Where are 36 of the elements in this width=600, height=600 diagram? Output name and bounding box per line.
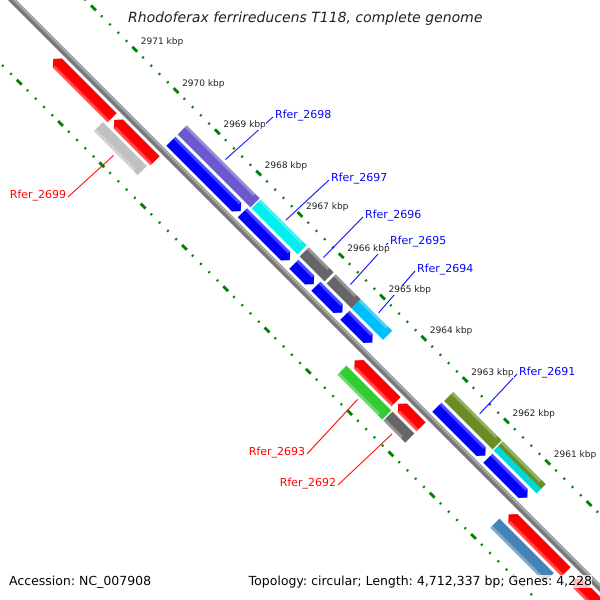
title: Rhodoferax ferrireducens T118, complete genome (128, 11, 482, 25)
leader-line (322, 216, 364, 258)
scale-label: 2961 kbp (554, 451, 596, 460)
gene-label: Rfer_2694 (417, 263, 474, 274)
gene-feature (94, 122, 147, 176)
gene-feature (383, 412, 414, 443)
gene-label: Rfer_2695 (390, 235, 446, 246)
gene-feature (337, 366, 392, 420)
leader-line (68, 154, 114, 198)
accession-text: Accession: NC_007908 (9, 575, 152, 588)
leader-line (479, 374, 518, 414)
gene-feature (252, 199, 307, 254)
leader-line (338, 433, 393, 486)
gene-label: Rfer_2693 (248, 446, 305, 457)
leader-line (224, 116, 274, 160)
gene-label: Rfer_2696 (365, 209, 422, 220)
gene-feature (352, 299, 392, 340)
scale-label: 2962 kbp (512, 410, 555, 419)
scale-label: 2963 kbp (471, 368, 514, 378)
scale-label: 2965 kbp (388, 286, 431, 296)
leader-line (306, 398, 358, 454)
gene-label: Rfer_2698 (275, 109, 332, 120)
scale-label: 2967 kbp (306, 203, 348, 212)
scale-label: 2964 kbp (430, 327, 472, 336)
gene-feature (326, 274, 361, 308)
scale-label: 2971 kbp (140, 38, 184, 48)
gene-label: Rfer_2692 (280, 477, 336, 488)
gene-label: Rfer_2691 (519, 366, 576, 377)
gene-label: Rfer_2699 (10, 189, 66, 200)
scale-label: 2968 kbp (264, 162, 308, 172)
gene-feature (444, 392, 502, 450)
gene-label: Rfer_2697 (331, 172, 388, 183)
scale-label: 2969 kbp (223, 120, 266, 130)
gene-feature (300, 247, 334, 282)
scale-label: 2966 kbp (347, 244, 390, 254)
scale-label: 2970 kbp (182, 80, 224, 89)
